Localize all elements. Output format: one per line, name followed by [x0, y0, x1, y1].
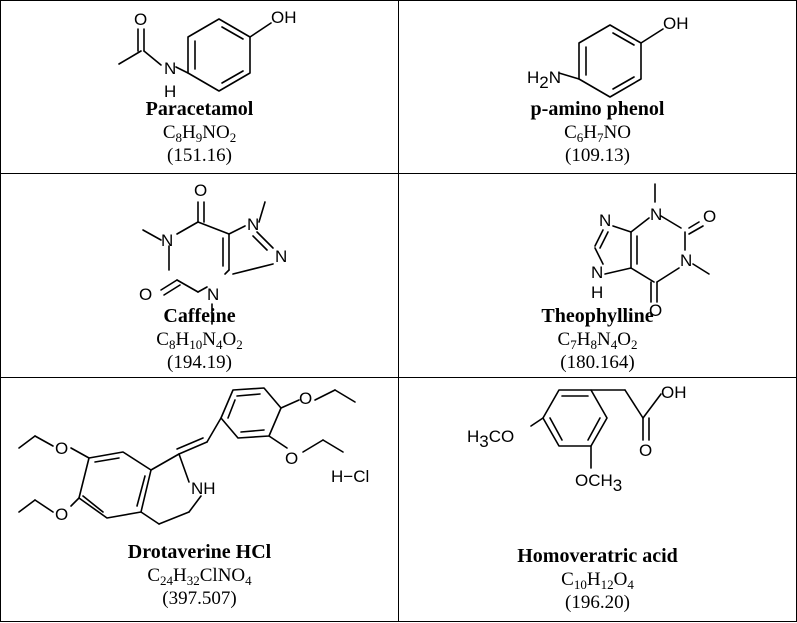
compound-name: Homoveratric acid [517, 545, 678, 567]
o-top-label: O [194, 181, 207, 200]
molecular-formula: C7H8N4O2 [557, 329, 638, 352]
molecular-weight: (196.20) [565, 592, 630, 613]
molecular-formula: C10H12O4 [561, 569, 634, 592]
o-label: O [134, 10, 147, 29]
hcl-label: H−Cl [331, 467, 369, 486]
formula-subscript: 2 [236, 337, 243, 352]
formula-subscript: 8 [168, 337, 176, 352]
formula-subscript: 12 [600, 577, 614, 592]
o3-label: O [55, 439, 68, 458]
formula-subscript: 7 [596, 130, 604, 145]
paracetamol-structure: OH N H O [118, 8, 297, 101]
o2-label: O [285, 449, 298, 468]
molecular-weight: (397.507) [162, 588, 237, 609]
nh-label: NH [191, 479, 216, 498]
formula-subscript: 10 [573, 577, 587, 592]
n-label: N [164, 59, 176, 78]
n7-label: N [247, 215, 259, 234]
o1-label: O [299, 389, 312, 408]
formula-subscript: 8 [175, 130, 183, 145]
h3co-label: H3CO [467, 427, 514, 451]
molecular-weight: (109.13) [565, 145, 630, 166]
molecular-weight: (180.164) [560, 352, 635, 373]
n3-label: N [207, 285, 219, 304]
cell-caffeine: O O N N N N [0, 173, 399, 378]
formula-subscript: 6 [576, 130, 584, 145]
oh-label: OH [663, 14, 689, 33]
n9-label: N [275, 247, 287, 266]
compound-name: Paracetamol [145, 98, 254, 120]
n1-label: N [161, 231, 173, 250]
formula-subscript: 4 [245, 573, 252, 588]
molecular-formula: C24H32ClNO4 [147, 565, 252, 588]
o-right-label: O [703, 207, 716, 226]
o-label: O [639, 441, 652, 460]
compound-name: p-amino phenol [530, 98, 665, 120]
formula-subscript: 4 [610, 337, 618, 352]
molecular-formula: C6H7NO [564, 122, 631, 145]
homoveratric-acid-structure: OH O H3CO OCH3 [467, 383, 687, 495]
n9-label: N [599, 211, 611, 230]
compound-name: Drotaverine HCl [127, 541, 272, 563]
formula-subscript: 8 [590, 337, 597, 352]
n1-label: N [680, 251, 692, 270]
formula-subscript: 2 [229, 130, 237, 145]
caffeine-structure: O O N N N N [139, 181, 287, 325]
compound-name: Theophylline [541, 305, 654, 327]
formula-subscript: 32 [186, 573, 200, 588]
formula-subscript: 4 [627, 577, 634, 592]
cell-theophylline: N O N O [398, 173, 797, 378]
theophylline-structure: N O N O [591, 183, 716, 320]
formula-subscript: 9 [195, 130, 203, 145]
formula-subscript: 10 [189, 337, 203, 352]
molecular-weight: (151.16) [167, 145, 232, 166]
nh-label: N [591, 263, 603, 282]
molecular-formula: C8H9NO2 [162, 122, 237, 145]
cell-homoveratric-acid: OH O H3CO OCH3 Homoveratric acid C10H12O… [398, 377, 797, 622]
o-bottom-label: O [139, 285, 152, 304]
p-aminophenol-structure: OH H2N [527, 14, 689, 98]
formula-subscript: 7 [570, 337, 577, 352]
cell-drotaverine: O O NH [0, 377, 399, 622]
formula-subscript: 2 [630, 337, 638, 352]
oh-label: OH [271, 8, 297, 27]
drotaverine-structure: O O NH [18, 387, 369, 525]
molecular-formula: C8H10N4O2 [156, 329, 243, 352]
cell-paracetamol: OH N H O Paracetamol C8H9NO2 (151.16) [0, 0, 399, 174]
n3-label: N [650, 205, 662, 224]
o4-label: O [55, 505, 68, 524]
h-label: H [591, 283, 603, 302]
h-label: H [164, 82, 176, 101]
compound-name: Caffeine [163, 305, 236, 327]
o-bottom-label: O [649, 301, 662, 320]
formula-subscript: 4 [215, 337, 223, 352]
molecular-weight: (194.19) [167, 352, 232, 373]
h2n-label: H2N [527, 68, 561, 92]
och3-label: OCH3 [575, 471, 622, 495]
formula-subscript: 24 [160, 573, 174, 588]
oh-label: OH [661, 383, 687, 402]
cell-p-amino-phenol: OH H2N p-amino phenol C6H7NO (109.13) [398, 0, 797, 174]
